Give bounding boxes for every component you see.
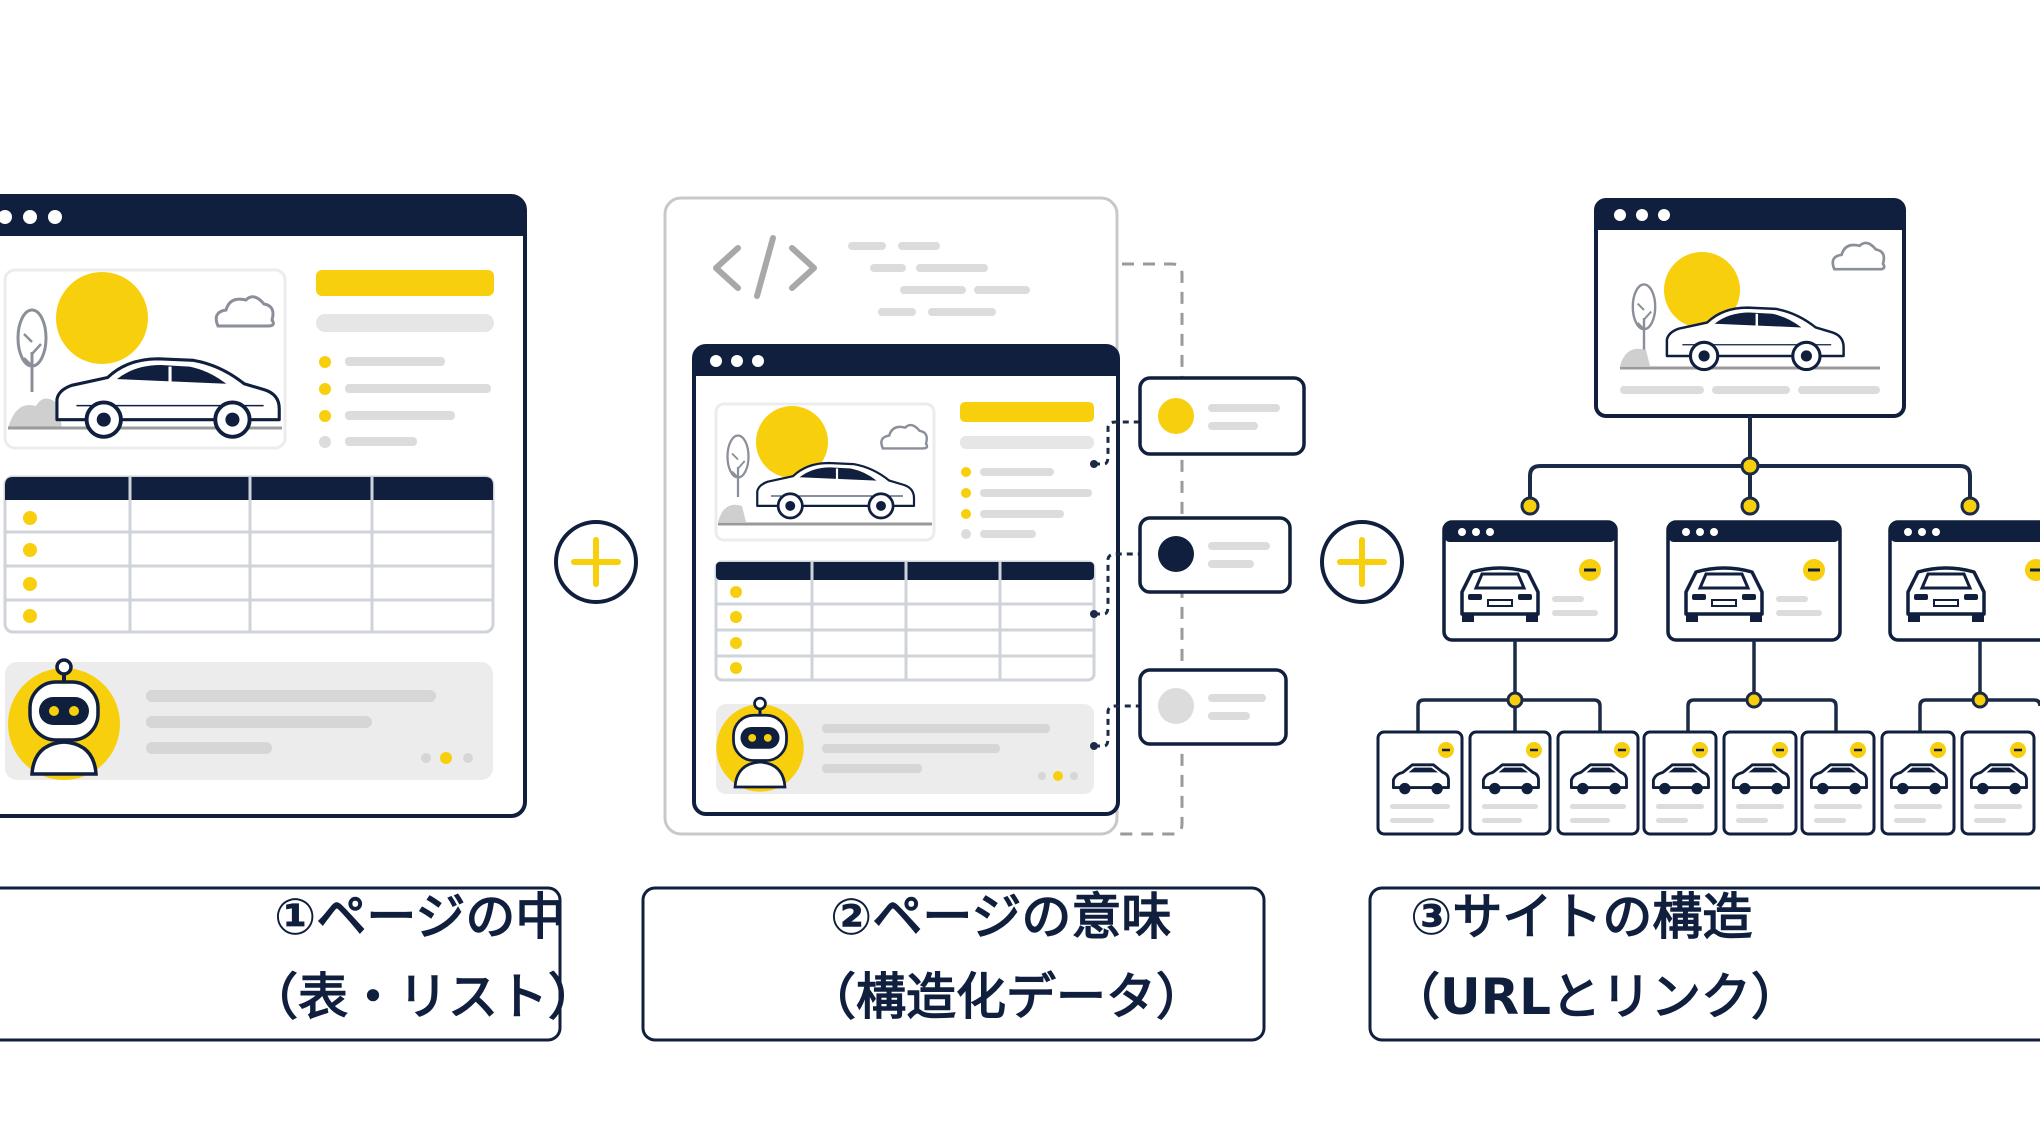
chat-panel bbox=[5, 658, 493, 782]
property-card bbox=[1138, 376, 1306, 456]
bullet-list bbox=[319, 356, 491, 448]
leaf-page bbox=[1880, 730, 1956, 836]
leaf-page bbox=[1468, 730, 1552, 836]
plus-icon bbox=[1320, 520, 1404, 604]
sun-icon bbox=[56, 272, 148, 364]
data-table bbox=[3, 475, 495, 634]
leaf-page bbox=[1960, 730, 2036, 836]
property-card bbox=[1138, 668, 1288, 746]
caption-box-1 bbox=[0, 886, 562, 1042]
caption-2-line-1: ②ページの意味 bbox=[830, 888, 1172, 946]
caption-1-line-1: ①ページの中 bbox=[274, 888, 566, 946]
caption-2-line-2: （構造化データ） bbox=[806, 968, 1206, 1026]
caption-1-line-2: （表・リスト） bbox=[248, 968, 598, 1026]
code-icon bbox=[713, 235, 817, 299]
caption-3-line-1: ③サイトの構造 bbox=[1410, 888, 1753, 946]
property-card bbox=[1138, 516, 1292, 594]
panel-structured-data bbox=[663, 196, 1306, 836]
category-page bbox=[1666, 520, 1842, 642]
leaf-page bbox=[1722, 730, 1798, 836]
panel-page-content bbox=[0, 194, 527, 818]
leaf-page bbox=[1556, 730, 1640, 836]
leaf-page bbox=[1642, 730, 1718, 836]
category-page bbox=[1888, 520, 2040, 642]
hero-image bbox=[3, 268, 287, 450]
caption-3-line-2: （URLとリンク） bbox=[1390, 968, 1801, 1026]
leaf-page bbox=[1800, 730, 1876, 836]
leaf-page bbox=[1376, 730, 1464, 836]
caption-box-2 bbox=[641, 886, 1266, 1042]
panel-site-structure bbox=[1376, 198, 2040, 836]
caption-box-3 bbox=[1368, 886, 2040, 1042]
leaf-pages bbox=[1376, 730, 2036, 836]
plus-icon bbox=[554, 520, 638, 604]
category-page bbox=[1442, 520, 1618, 642]
